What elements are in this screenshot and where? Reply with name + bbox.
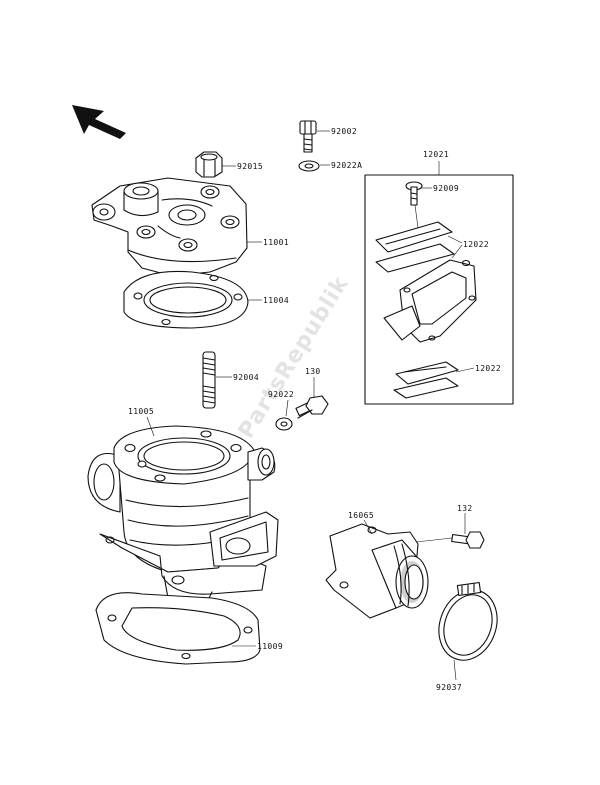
- watermark-text: PartsRepublik: [234, 271, 354, 443]
- washer-92022: [275, 417, 293, 431]
- callout-11005: 11005: [128, 407, 154, 416]
- reed-valve-assembly-12021: [364, 174, 514, 405]
- cylinder-head-11001: [91, 177, 248, 277]
- callout-11001: 11001: [263, 238, 289, 247]
- callout-11009: 11009: [257, 642, 283, 651]
- front-direction-arrow-icon: [72, 105, 126, 139]
- callout-16065: 16065: [348, 511, 374, 520]
- washer-92022a: [298, 160, 320, 172]
- callout-92037: 92037: [436, 683, 462, 692]
- callout-92004: 92004: [233, 373, 259, 382]
- callout-11004: 11004: [263, 296, 289, 305]
- callout-92022: 92022: [268, 390, 294, 399]
- callout-130: 130: [305, 367, 321, 376]
- hose-clamp-92037: [438, 581, 498, 661]
- carburetor-holder-16065: [325, 523, 429, 619]
- base-gasket-11009: [95, 592, 261, 665]
- callout-12022-upper: 12022: [463, 240, 489, 249]
- leader-lines: [146, 130, 475, 681]
- part-callouts: 92002 92022A 92015 11001 11004 12021 920…: [128, 127, 501, 692]
- bolt-132: [451, 531, 485, 549]
- callout-92015: 92015: [237, 162, 263, 171]
- bolt-92002: [299, 120, 317, 153]
- screw-92009: [405, 181, 423, 206]
- callout-92009: 92009: [433, 184, 459, 193]
- bolt-130: [295, 395, 329, 419]
- cylinder-11005: [87, 425, 279, 606]
- callout-12021: 12021: [423, 150, 449, 159]
- callout-132: 132: [457, 504, 473, 513]
- nut-92015: [195, 151, 223, 178]
- callout-12022-lower: 12022: [475, 364, 501, 373]
- callout-92002: 92002: [331, 127, 357, 136]
- head-gasket-11004: [123, 270, 249, 329]
- callout-92022a: 92022A: [331, 161, 362, 170]
- stud-92004: [202, 351, 216, 409]
